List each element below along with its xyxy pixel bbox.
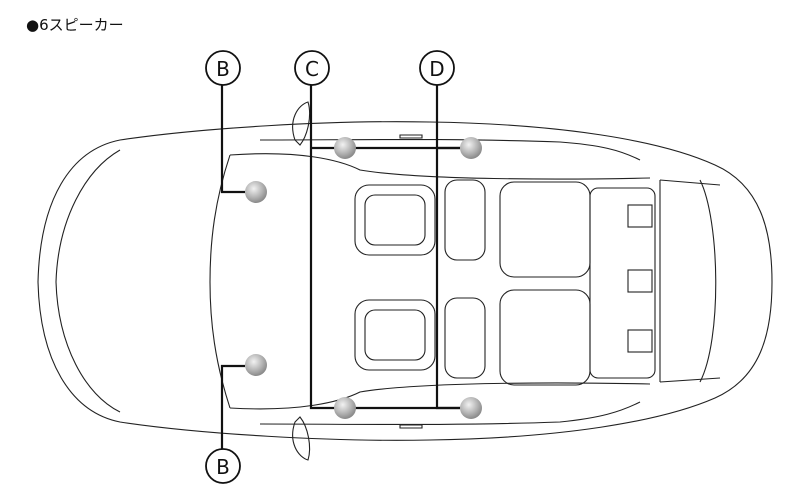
callout-c (294, 50, 330, 86)
speaker-door-rear-d-lower (460, 397, 482, 419)
leader-lines (220, 85, 460, 449)
callout-c-label: C (305, 57, 319, 81)
callout-b-bottom-label: B (216, 455, 230, 479)
speaker-door-front-c-lower (334, 397, 356, 419)
speaker-front-right-b (245, 354, 267, 376)
callout-d (419, 50, 455, 86)
callout-b-top (205, 50, 241, 86)
callout-b-bottom (205, 448, 241, 484)
callout-b-top-label: B (216, 57, 230, 81)
diagram-title: ●6スピーカー (26, 16, 124, 34)
speaker-door-front-c-upper (334, 137, 356, 159)
speaker-front-left-b (245, 181, 267, 203)
car-outline (37, 101, 773, 461)
callout-d-label: D (429, 57, 444, 81)
speaker-door-rear-d-upper (460, 137, 482, 159)
